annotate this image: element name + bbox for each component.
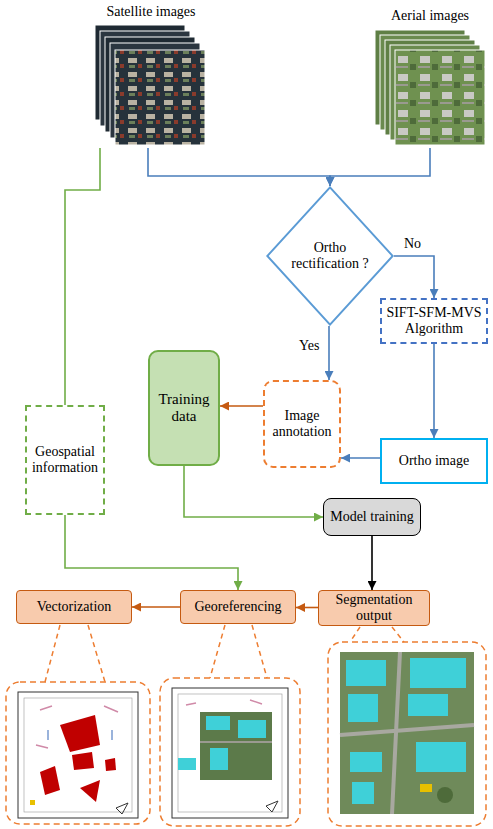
flow-arrow (296, 607, 318, 609)
flow-arrow (132, 606, 180, 608)
output-box: Georeferencing (180, 590, 296, 624)
aerial-image-stack (375, 30, 485, 145)
node-text: Georeferencing (194, 599, 281, 615)
georeferencing-callout (210, 748, 228, 770)
node-text: Segmentation output (322, 592, 426, 624)
segmentation-callout (340, 652, 474, 814)
flow-arrow (330, 148, 430, 186)
satellite-image-stack (115, 50, 205, 145)
satellite-image-stack (95, 25, 205, 145)
flow-arrow (65, 148, 100, 405)
flow-arrow (220, 405, 263, 407)
georeferencing-callout (160, 678, 300, 826)
flow-arrow (371, 536, 373, 590)
node-text: Geospatial information (30, 444, 100, 476)
image-source: Aerial images (372, 8, 488, 148)
segmentation-callout (348, 694, 378, 722)
aerial-image-stack (395, 50, 485, 145)
vectorization-callout (72, 752, 94, 770)
vectorization-callout (36, 706, 118, 748)
georeferencing-callout (160, 678, 300, 826)
segmentation-callout (416, 742, 466, 772)
edge-label: Yes (297, 338, 321, 354)
node-text: Image annotation (268, 408, 336, 440)
vectorization-callout (18, 692, 138, 818)
segmentation-callout (437, 787, 453, 803)
segmentation-callout (350, 752, 382, 772)
image-source: Satellite images (92, 4, 210, 148)
callout-pointers (350, 627, 404, 642)
segmentation-callout (328, 642, 486, 826)
node-text: Ortho rectification ? (288, 240, 372, 272)
vectorization-callout (30, 800, 35, 805)
callout-pointers (45, 625, 105, 682)
data-box: Training data (148, 350, 220, 466)
node-text: SIFT-SFM-MVS Algorithm (385, 305, 483, 337)
segmentation-callout (420, 784, 432, 792)
segmentation-callout (410, 658, 466, 688)
output-box: Vectorization (16, 590, 132, 624)
vectorization-callout (105, 758, 116, 771)
process-box: SIFT-SFM-MVS Algorithm (380, 298, 488, 344)
data-box: Ortho image (380, 438, 488, 484)
flow-arrow (184, 466, 323, 517)
segmentation-callout (346, 660, 386, 686)
flow-arrow (394, 256, 434, 298)
node-text: Aerial images (391, 8, 469, 24)
vectorization-callout (116, 803, 128, 814)
georeferencing-callout (266, 801, 278, 812)
flow-arrow (433, 344, 435, 438)
vectorization-callout (48, 730, 112, 740)
georeferencing-callout (172, 688, 288, 818)
process-box: Image annotation (263, 380, 341, 468)
flow-arrow (341, 457, 380, 459)
decision-diamond: Ortho rectification ? (266, 186, 394, 326)
georeferencing-callout (206, 716, 230, 730)
georeferencing-callout (178, 694, 282, 812)
segmentation-callout (408, 694, 448, 716)
segmentation-callout (352, 782, 374, 804)
process-box: Model training (323, 498, 421, 536)
vectorization-callout (40, 766, 60, 795)
callout-pointers (210, 625, 267, 678)
data-box: Geospatial information (25, 405, 105, 515)
flow-arrow (65, 515, 238, 590)
georeferencing-callout (200, 712, 272, 780)
georeferencing-callout (186, 700, 262, 705)
node-text: Training data (153, 391, 215, 426)
vectorization-callout (60, 715, 100, 752)
flow-arrow (328, 326, 330, 380)
vectorization-callout (6, 682, 150, 824)
flow-arrow (148, 148, 330, 186)
vectorization-callout (6, 682, 150, 824)
vectorization-callout (80, 780, 100, 802)
segmentation-callout (328, 642, 486, 826)
vectorization-callout (24, 698, 132, 812)
edge-label: No (402, 236, 423, 252)
georeferencing-callout (200, 741, 272, 743)
node-text: Ortho image (399, 453, 469, 469)
diamond-outline (267, 187, 392, 324)
georeferencing-callout (238, 720, 266, 738)
node-text: Model training (330, 509, 414, 525)
node-text: Satellite images (106, 4, 195, 20)
output-box: Segmentation output (318, 590, 430, 626)
segmentation-callout (340, 652, 474, 814)
georeferencing-callout (178, 758, 196, 770)
node-text: Vectorization (37, 599, 112, 615)
